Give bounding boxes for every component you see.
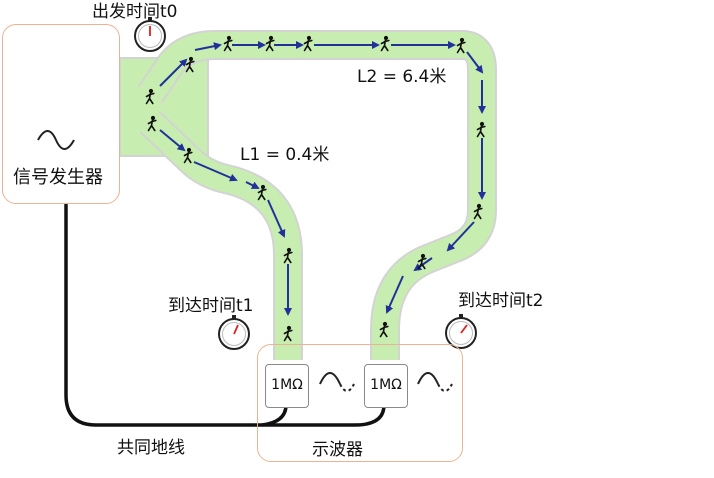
common-ground-label: 共同地线 (117, 438, 185, 458)
generator-label: 信号发生器 (13, 167, 103, 188)
arrow (194, 42, 222, 51)
arrows-l2 (159, 41, 486, 314)
arrow (193, 161, 238, 182)
signal-generator-box (2, 24, 120, 204)
sine-wave-icon (437, 383, 453, 392)
arrive-t2-label: 到达时间t2 (458, 291, 544, 311)
arrow (413, 257, 433, 272)
input-impedance-1: 1MΩ (265, 364, 309, 408)
arrow (159, 129, 186, 152)
path-l2 (139, 32, 495, 360)
path-l1 (141, 112, 301, 360)
input-impedance-2: 1MΩ (364, 364, 408, 408)
arrows-l1 (159, 129, 292, 316)
arrive-t1-label: 到达时间t1 (168, 296, 254, 316)
sine-wave-icon (319, 372, 341, 385)
arrow (159, 58, 188, 87)
stopwatch-icon (218, 314, 250, 350)
arrow (267, 199, 286, 238)
l1-label: L1 = 0.4米 (240, 145, 330, 165)
oscilloscope-box (257, 344, 463, 462)
sine-wave-icon (37, 130, 75, 150)
l2-label: L2 = 6.4米 (357, 67, 447, 87)
start-time-label: 出发时间t0 (92, 2, 178, 22)
common-ground-wire (64, 203, 386, 427)
arrow (245, 181, 260, 189)
arrow (385, 275, 404, 314)
oscilloscope-label: 示波器 (312, 440, 363, 460)
stopwatch-icon (134, 16, 166, 52)
sine-wave-icon (339, 383, 355, 392)
arrow (466, 51, 484, 74)
arrow (446, 221, 475, 252)
sine-wave-icon (417, 372, 439, 385)
stopwatch-icon (445, 313, 477, 349)
